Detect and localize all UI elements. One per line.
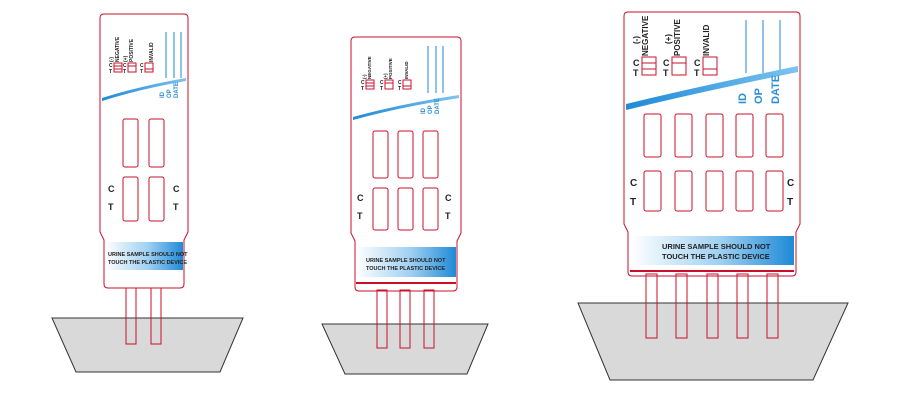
- positive-label: POSITIVE: [673, 18, 682, 56]
- id-field: ID: [160, 91, 166, 98]
- result-legend: NEGATIVE (-) POSITIVE (+) INVALID C T C …: [632, 15, 718, 78]
- svg-text:(+): (+): [383, 73, 388, 79]
- c-label-right: C: [445, 193, 452, 203]
- wave-band: [353, 95, 459, 120]
- t-label-left: T: [357, 211, 363, 221]
- c-label-right: C: [173, 184, 180, 194]
- invalid-label: INVALID: [149, 42, 155, 62]
- svg-text:C: C: [694, 58, 701, 68]
- record-fields: ID OP DATE: [421, 98, 441, 114]
- dip-strips: [376, 289, 435, 349]
- warning-band: [356, 247, 456, 277]
- svg-text:T: T: [398, 86, 401, 92]
- wave-band: [626, 66, 798, 110]
- positive-window: [671, 56, 687, 76]
- svg-text:T: T: [633, 68, 639, 78]
- svg-text:C: C: [123, 63, 127, 69]
- record-fields: ID OP DATE: [160, 82, 180, 98]
- test-card-three-panel: NEGATIVE (-) POSITIVE (+) INVALID C T C …: [321, 36, 489, 375]
- svg-text:C: C: [380, 80, 384, 86]
- warning-band: [630, 236, 794, 265]
- warning-line1: URINE SAMPLE SHOULD NOT: [366, 258, 446, 264]
- invalid-window: [402, 79, 412, 90]
- negative-window: [113, 62, 123, 73]
- warning-line2: TOUCH THE PLASTIC DEVICE: [108, 260, 187, 266]
- urine-cup: [577, 302, 849, 381]
- warning-line1: URINE SAMPLE SHOULD NOT: [662, 242, 771, 251]
- panel-windows: [372, 130, 439, 231]
- positive-window: [127, 62, 137, 73]
- t-label-left: T: [630, 197, 636, 208]
- dip-strips: [645, 273, 779, 339]
- svg-text:C: C: [663, 58, 670, 68]
- invalid-label: INVALID: [404, 61, 409, 79]
- negative-window: [641, 56, 657, 76]
- urine-cup: [51, 317, 244, 373]
- c-label-right: C: [787, 178, 794, 189]
- negative-label: NEGATIVE: [641, 15, 650, 56]
- test-card-five-panel: NEGATIVE (-) POSITIVE (+) INVALID C T C …: [577, 11, 849, 381]
- c-label-left: C: [108, 184, 115, 194]
- svg-text:C: C: [398, 80, 402, 86]
- result-legend: NEGATIVE (-) POSITIVE (+) INVALID C T C …: [109, 36, 155, 75]
- date-field: DATE: [174, 82, 180, 98]
- warning-line2: TOUCH THE PLASTIC DEVICE: [662, 252, 770, 261]
- card-outline: [350, 36, 462, 292]
- svg-text:T: T: [361, 86, 364, 92]
- invalid-label: INVALID: [702, 24, 711, 56]
- urine-cup: [321, 323, 489, 375]
- svg-text:C: C: [361, 80, 365, 86]
- wave-band: [102, 78, 186, 101]
- svg-text:(-): (-): [109, 57, 115, 62]
- panel-windows: [122, 118, 165, 222]
- svg-text:(+): (+): [123, 55, 129, 62]
- negative-window: [365, 79, 375, 90]
- warning-line1: URINE SAMPLE SHOULD NOT: [108, 252, 188, 258]
- svg-text:T: T: [694, 68, 700, 78]
- c-label-left: C: [630, 178, 637, 189]
- positive-window: [384, 79, 394, 90]
- svg-text:T: T: [380, 86, 383, 92]
- op-field: OP: [753, 88, 765, 104]
- t-label-right: T: [173, 202, 179, 212]
- date-field: DATE: [770, 75, 782, 104]
- svg-text:T: T: [123, 69, 126, 75]
- id-field: ID: [737, 93, 749, 104]
- card-outline: [623, 11, 801, 277]
- invalid-window: [702, 56, 718, 76]
- op-field: OP: [428, 105, 434, 114]
- negative-label: NEGATIVE: [367, 56, 372, 79]
- warning-band: [105, 242, 183, 270]
- negative-label: NEGATIVE: [115, 36, 121, 62]
- invalid-window: [144, 62, 154, 73]
- card-outline: [99, 13, 189, 289]
- c-label-left: C: [357, 193, 364, 203]
- t-label-right: T: [445, 211, 451, 221]
- svg-text:T: T: [109, 69, 112, 75]
- panel-windows: [643, 113, 784, 212]
- id-field: ID: [421, 107, 427, 114]
- svg-text:C: C: [633, 58, 640, 68]
- svg-text:C: C: [109, 63, 113, 69]
- svg-text:T: T: [663, 68, 669, 78]
- svg-text:T: T: [140, 69, 143, 75]
- positive-label: POSITIVE: [388, 58, 393, 79]
- t-label-right: T: [787, 197, 793, 208]
- svg-text:(-): (-): [632, 36, 641, 44]
- test-card-two-panel: NEGATIVE (-) POSITIVE (+) INVALID C T C …: [51, 13, 244, 373]
- op-field: OP: [167, 89, 173, 98]
- warning-line2: TOUCH THE PLASTIC DEVICE: [366, 266, 445, 272]
- svg-text:(+): (+): [664, 34, 673, 44]
- svg-text:C: C: [140, 63, 144, 69]
- positive-label: POSITIVE: [129, 38, 135, 62]
- date-field: DATE: [435, 98, 441, 114]
- svg-text:(-): (-): [362, 74, 367, 79]
- result-legend: NEGATIVE (-) POSITIVE (+) INVALID C T C …: [361, 56, 412, 92]
- record-fields: ID OP DATE: [737, 75, 782, 104]
- t-label-left: T: [108, 202, 114, 212]
